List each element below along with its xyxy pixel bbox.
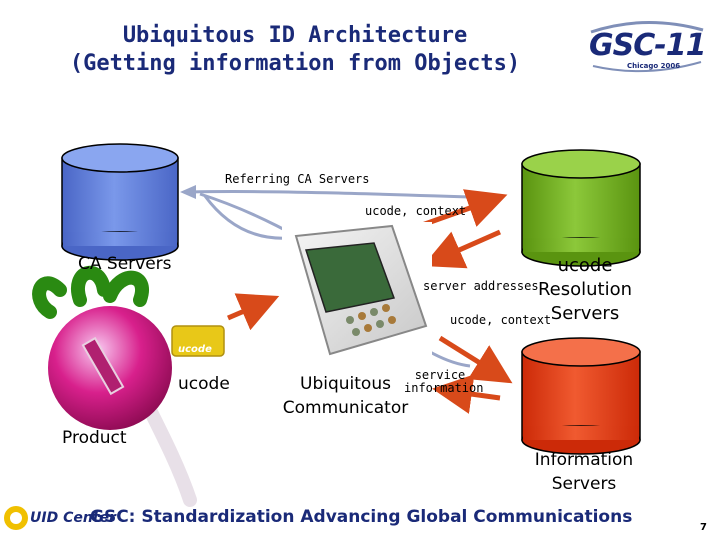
information-servers-label: Information Servers: [524, 448, 644, 496]
edge-label-referring-ca: Referring CA Servers: [225, 172, 370, 186]
product-label: Product: [62, 428, 127, 448]
info-label-line2: Servers: [524, 472, 644, 496]
ucode-tag-label: ucode: [178, 344, 212, 355]
arrow-server-addresses: [432, 232, 500, 262]
ca-servers-cylinder: [62, 144, 178, 260]
resolution-label-line3: Servers: [530, 302, 640, 326]
communicator-label-line1: Ubiquitous: [278, 372, 413, 396]
edge-label-server-addresses: server addresses: [423, 279, 539, 293]
referring-ca-arrowhead: [180, 185, 196, 199]
resolution-servers-label: ucode Resolution Servers: [530, 254, 640, 326]
info-label-line1: Information: [524, 448, 644, 472]
arrow-ucode-read: [228, 300, 270, 318]
edge-label-service-line2: information: [404, 382, 476, 395]
uid-center-logo: [4, 506, 28, 530]
edge-label-service-information: service information: [404, 369, 476, 395]
ucode-label: ucode: [178, 374, 230, 394]
ca-servers-label: CA Servers: [78, 254, 172, 274]
ubiquitous-communicator-device: [282, 222, 432, 364]
edge-label-ucode-context-top: ucode, context: [365, 204, 466, 218]
resolution-label-line2: Resolution: [530, 278, 640, 302]
ubiquitous-communicator-label: Ubiquitous Communicator: [278, 372, 413, 420]
resolution-label-line1: ucode: [530, 254, 640, 278]
page-number: 7: [700, 522, 707, 533]
information-servers-cylinder: [522, 338, 640, 454]
slide-footer: GSC: Standardization Advancing Global Co…: [90, 507, 632, 527]
communicator-label-line2: Communicator: [278, 396, 413, 420]
product-radish-image: [39, 273, 190, 500]
resolution-servers-cylinder: [522, 150, 640, 266]
